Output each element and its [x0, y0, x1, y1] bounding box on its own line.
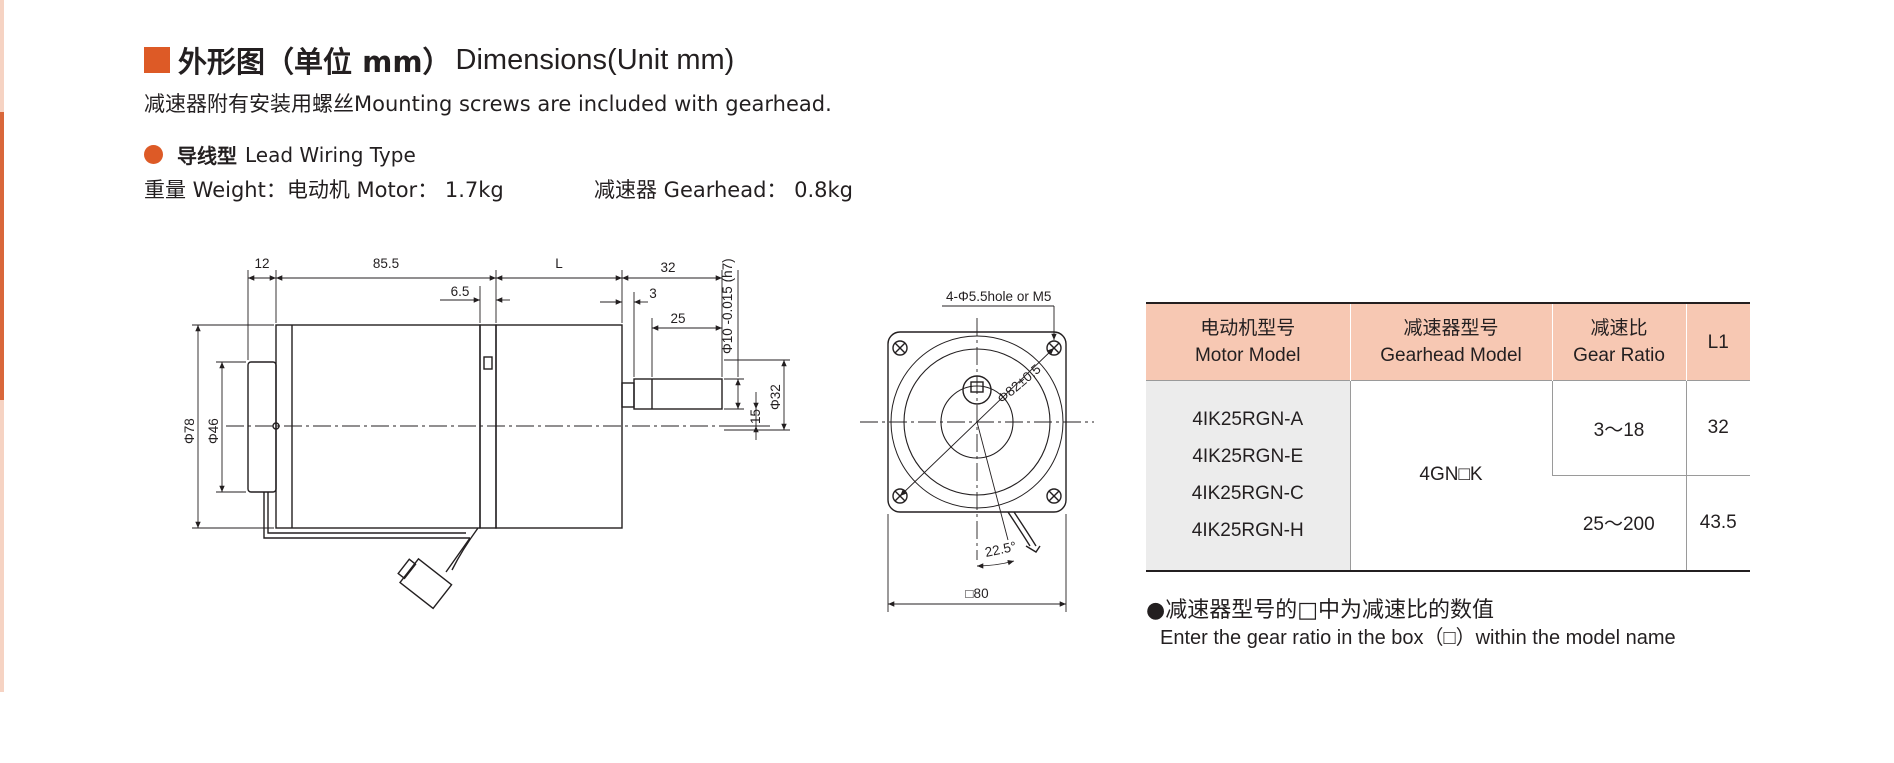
dim-phi78: Φ78 — [182, 418, 197, 444]
dim-phi10: Φ10 -0.015 (h7) — [720, 258, 735, 354]
dim-phi46: Φ46 — [206, 418, 221, 444]
motor-model: 4IK25RGN-A — [1192, 409, 1304, 431]
section-title: 外形图（单位 mm） Dimensions(Unit mm) — [144, 40, 734, 80]
header-gear-ratio: 减速比 Gear Ratio — [1551, 302, 1686, 381]
front-view-labels: 4-Φ5.5hole or M5 Φ82±0.5 22.5° □80 — [946, 289, 1051, 601]
mounting-note: 减速器附有安装用螺丝Mounting screws are included w… — [144, 92, 832, 116]
gear-ratio-cell: 25～200 — [1552, 475, 1686, 572]
edge-strip-accent — [0, 112, 4, 400]
dim-25: 25 — [670, 311, 685, 326]
header-motor-model: 电动机型号 Motor Model — [1146, 302, 1350, 381]
header-motor-model-cn: 电动机型号 — [1200, 318, 1296, 339]
gearhead-model-cell: 4GN□K — [1349, 380, 1552, 572]
table-row: 4IK25RGN-A 4IK25RGN-E 4IK25RGN-C 4IK25RG… — [1146, 380, 1750, 572]
motor-side-view — [226, 324, 760, 610]
bullet-dot — [144, 145, 163, 164]
title-marker-square — [144, 47, 170, 73]
title-cn: 外形图（单位 mm） — [178, 45, 452, 79]
header-motor-model-en: Motor Model — [1194, 345, 1301, 366]
header-gear-ratio-cn: 减速比 — [1590, 318, 1648, 339]
l1-cell: 32 — [1685, 380, 1750, 476]
edge-strip-top — [0, 0, 4, 112]
gear-ratio-cell: 3～18 — [1551, 380, 1686, 476]
gearhead-body-outline — [495, 324, 623, 529]
header-gearhead-model: 减速器型号 Gearhead Model — [1349, 302, 1552, 381]
l1-cell: 43.5 — [1685, 475, 1750, 572]
header-gearhead-model-en: Gearhead Model — [1380, 345, 1522, 366]
header-gearhead-model-cn: 减速器型号 — [1403, 318, 1499, 339]
dim-3: 3 — [649, 286, 657, 301]
motor-weight: 重量 Weight：电动机 Motor： 1.7kg — [144, 178, 504, 202]
footnote-cn: ●减速器型号的□中为减速比的数值 — [1146, 598, 1494, 623]
gearhead-weight: 减速器 Gearhead： 0.8kg — [594, 178, 853, 202]
table-row: 25～200 43.5 — [1146, 475, 1750, 572]
header-gear-ratio-en: Gear Ratio — [1573, 345, 1665, 366]
motor-models-cell: 4IK25RGN-A 4IK25RGN-E 4IK25RGN-C 4IK25RG… — [1146, 380, 1350, 572]
dim-12: 12 — [254, 256, 269, 271]
side-view-dimensions — [192, 270, 790, 529]
motor-model: 4IK25RGN-E — [1192, 446, 1304, 468]
dim-6-5: 6.5 — [451, 284, 470, 299]
motor-model: 4IK25RGN-H — [1191, 520, 1304, 542]
dim-phi32: Φ32 — [768, 384, 783, 410]
output-shaft-outline — [633, 378, 723, 410]
dim-holes: 4-Φ5.5hole or M5 — [946, 289, 1051, 304]
rear-cap-outline — [247, 361, 277, 493]
motor-model: 4IK25RGN-C — [1191, 483, 1304, 505]
header-l1-label: L1 — [1707, 331, 1729, 353]
dim-32: 32 — [660, 260, 675, 275]
side-view-labels: 12 85.5 L 32 6.5 3 25 Φ10 -0.015 (h7) Φ7… — [182, 256, 783, 444]
header-l1: L1 — [1685, 302, 1750, 381]
footnote-en: Enter the gear ratio in the box（□）within… — [1160, 627, 1676, 649]
wiring-type-heading: 导线型 Lead Wiring Type — [144, 140, 416, 169]
dim-square-80: □80 — [965, 586, 988, 601]
dim-L: L — [555, 256, 563, 271]
dim-15: 15 — [748, 409, 763, 424]
wiring-type-cn: 导线型 — [177, 144, 237, 168]
motor-body-outline — [275, 324, 481, 529]
edge-strip-bottom — [0, 400, 4, 692]
title-en: Dimensions(Unit mm) — [455, 43, 735, 76]
dim-85-5: 85.5 — [373, 256, 399, 271]
dim-angle: 22.5° — [984, 539, 1018, 560]
dim-pcd: Φ82±0.5 — [994, 361, 1043, 406]
wiring-type-en: Lead Wiring Type — [245, 142, 416, 167]
front-view-dimensions — [860, 305, 1094, 612]
table-header-row: 电动机型号 Motor Model 减速器型号 Gearhead Model 减… — [1146, 302, 1750, 381]
spec-table: 电动机型号 Motor Model 减速器型号 Gearhead Model 减… — [1146, 302, 1750, 572]
